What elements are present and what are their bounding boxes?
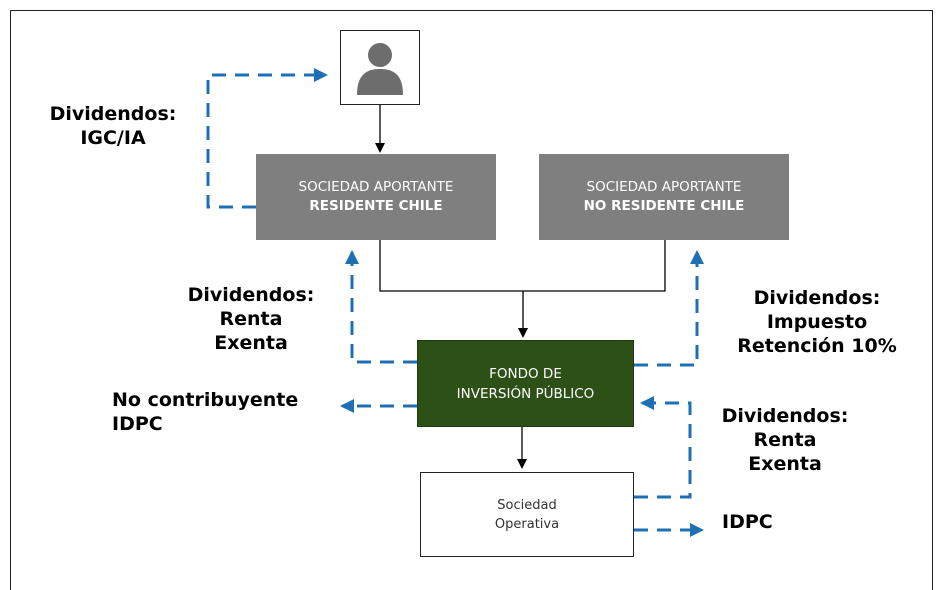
label-dividends-impuesto: Dividendos: Impuesto Retención 10% bbox=[722, 286, 912, 358]
public-fund-box: FONDO DE INVERSIÓN PÚBLICO bbox=[417, 340, 634, 427]
operating-line1: Sociedad bbox=[497, 497, 557, 513]
label-no-contrib-line2: IDPC bbox=[112, 413, 163, 435]
resident-company-box: SOCIEDAD APORTANTE RESIDENTE CHILE bbox=[256, 154, 496, 240]
label-impuesto-line3: Retención 10% bbox=[737, 335, 897, 357]
label-no-contrib-line1: No contribuyente bbox=[112, 389, 299, 411]
label-no-contribuyente: No contribuyente IDPC bbox=[112, 388, 327, 436]
dashed-resident-to-person bbox=[206, 68, 328, 209]
label-idpc: IDPC bbox=[722, 510, 802, 534]
label-dividends-renta-right: Dividendos: Renta Exenta bbox=[710, 404, 860, 476]
person-icon bbox=[357, 42, 403, 95]
label-dividends-renta-left: Dividendos: Renta Exenta bbox=[186, 283, 316, 355]
label-dividends-igc: Dividendos: IGC/IA bbox=[48, 102, 178, 150]
label-renta-right-line3: Exenta bbox=[748, 453, 822, 475]
label-renta-right-line2: Renta bbox=[753, 429, 817, 451]
label-idpc-text: IDPC bbox=[722, 511, 773, 533]
resident-line1: SOCIEDAD APORTANTE bbox=[298, 179, 454, 195]
nonresident-line2: NO RESIDENTE CHILE bbox=[583, 198, 745, 214]
diagram-frame bbox=[10, 10, 933, 590]
connector-resident-down bbox=[379, 240, 666, 292]
operating-company-box: Sociedad Operativa bbox=[420, 472, 634, 557]
label-impuesto-line1: Dividendos: bbox=[753, 287, 881, 309]
fund-line1: FONDO DE bbox=[489, 365, 562, 382]
label-igc-line1: Dividendos: bbox=[49, 103, 177, 125]
dashed-fund-to-resident bbox=[345, 250, 417, 364]
label-renta-left-line2: Renta bbox=[219, 308, 283, 330]
person-box bbox=[340, 30, 420, 105]
nonresident-line1: SOCIEDAD APORTANTE bbox=[586, 179, 742, 195]
resident-line2: RESIDENTE CHILE bbox=[309, 198, 443, 214]
dashed-fund-to-nonresident bbox=[634, 250, 704, 367]
label-renta-right-line1: Dividendos: bbox=[721, 405, 849, 427]
fund-line2: INVERSIÓN PÚBLICO bbox=[456, 385, 595, 402]
nonresident-company-box: SOCIEDAD APORTANTE NO RESIDENTE CHILE bbox=[539, 154, 789, 240]
dashed-operating-to-fund bbox=[634, 396, 692, 499]
label-renta-left-line3: Exenta bbox=[214, 332, 288, 354]
label-renta-left-line1: Dividendos: bbox=[187, 284, 315, 306]
operating-line2: Operativa bbox=[494, 516, 560, 532]
label-igc-line2: IGC/IA bbox=[80, 127, 146, 149]
label-impuesto-line2: Impuesto bbox=[766, 311, 868, 333]
